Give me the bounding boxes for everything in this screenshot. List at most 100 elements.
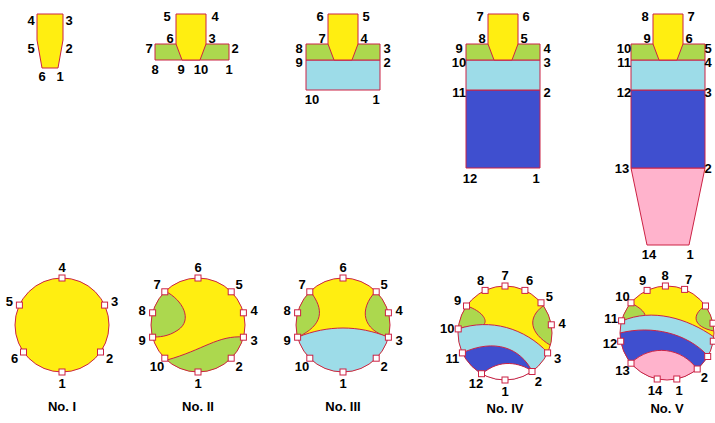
light-blue-band: [631, 60, 705, 90]
figure-caption: No. V: [650, 402, 683, 415]
callout-number: 8: [283, 304, 290, 317]
figure-caption: No. IV: [487, 402, 524, 415]
callout-number: 10: [150, 360, 164, 373]
callout-number: 4: [58, 261, 65, 274]
callout-number: 13: [615, 364, 629, 377]
point-marker: [307, 289, 313, 295]
callout-number: 10: [305, 93, 319, 106]
point-marker: [548, 322, 554, 328]
light-blue-band: [306, 60, 380, 90]
point-marker: [455, 326, 461, 332]
callout-number: 1: [532, 172, 539, 185]
callout-number: 11: [452, 86, 466, 99]
callout-number: 1: [194, 377, 201, 390]
callout-number: 2: [535, 374, 542, 387]
callout-number: 2: [701, 371, 708, 384]
callout-number: 12: [617, 86, 631, 99]
callout-number: 7: [153, 278, 160, 291]
point-marker: [538, 300, 544, 306]
callout-number: 8: [151, 63, 158, 76]
callout-number: 9: [283, 334, 290, 347]
callout-number: 8: [478, 32, 485, 45]
point-marker: [502, 283, 508, 289]
callout-number: 7: [476, 10, 483, 23]
point-marker: [385, 310, 391, 316]
callout-number: 6: [522, 10, 529, 23]
dark-blue-band: [631, 90, 705, 168]
point-marker: [618, 338, 624, 344]
callout-number: 7: [501, 269, 508, 282]
figure-caption: No. III: [325, 400, 360, 413]
point-marker: [619, 318, 625, 324]
callout-number: 7: [298, 278, 305, 291]
point-marker: [654, 376, 660, 382]
callout-number: 9: [639, 274, 646, 287]
callout-number: 2: [65, 42, 72, 55]
point-marker: [195, 275, 201, 281]
callout-number: 4: [558, 316, 565, 329]
point-markers: [16, 275, 715, 383]
callout-number: 7: [685, 273, 692, 286]
point-marker: [195, 369, 201, 375]
callout-number: 5: [520, 32, 527, 45]
callout-number: 8: [477, 274, 484, 287]
section-circle: [15, 278, 109, 372]
callout-number: 1: [686, 248, 693, 261]
callout-number: 3: [543, 56, 550, 69]
callout-number: 7: [318, 32, 325, 45]
callout-number: 14: [648, 383, 662, 396]
callout-number: 3: [383, 42, 390, 55]
callout-number: 8: [641, 10, 648, 23]
callout-number: 3: [250, 334, 257, 347]
callout-number: 14: [642, 248, 656, 261]
callout-number: 6: [166, 32, 173, 45]
point-marker: [694, 366, 700, 372]
point-marker: [373, 355, 379, 361]
callout-number: 12: [469, 377, 483, 390]
point-marker: [150, 334, 156, 340]
callout-number: 5: [546, 289, 553, 302]
yellow-part: [176, 14, 206, 60]
point-marker: [682, 286, 688, 292]
point-marker: [295, 334, 301, 340]
point-marker: [459, 350, 465, 356]
callout-number: 6: [339, 261, 346, 274]
callout-number: 5: [235, 278, 242, 291]
callout-number: 9: [138, 334, 145, 347]
callout-number: 9: [177, 63, 184, 76]
point-marker: [385, 334, 391, 340]
callout-number: 4: [543, 42, 550, 55]
section-circle: [283, 265, 403, 385]
figure-caption: No. I: [48, 400, 76, 413]
point-marker: [295, 310, 301, 316]
point-marker: [340, 275, 346, 281]
callout-number: 3: [65, 14, 72, 27]
callout-number: 3: [111, 294, 118, 307]
callout-number: 3: [554, 351, 561, 364]
section-circle: [607, 286, 715, 393]
callout-number: 11: [617, 56, 631, 69]
point-marker: [529, 369, 535, 375]
callout-number: 5: [362, 10, 369, 23]
point-marker: [674, 376, 680, 382]
callout-number: 1: [225, 63, 232, 76]
point-marker: [16, 302, 22, 308]
section-circle: [138, 265, 258, 385]
point-marker: [710, 338, 715, 344]
callout-number: 9: [295, 56, 302, 69]
callout-number: 5: [27, 42, 34, 55]
callout-number: 12: [463, 172, 477, 185]
callout-number: 6: [38, 70, 45, 83]
callout-number: 3: [395, 334, 402, 347]
callout-number: 11: [446, 351, 460, 364]
callout-number: 7: [687, 10, 694, 23]
point-marker: [162, 289, 168, 295]
point-marker: [59, 275, 65, 281]
section-circle: [445, 286, 565, 393]
callout-number: 13: [615, 162, 629, 175]
callout-number: 10: [452, 56, 466, 69]
point-marker: [710, 320, 715, 326]
point-marker: [150, 310, 156, 316]
